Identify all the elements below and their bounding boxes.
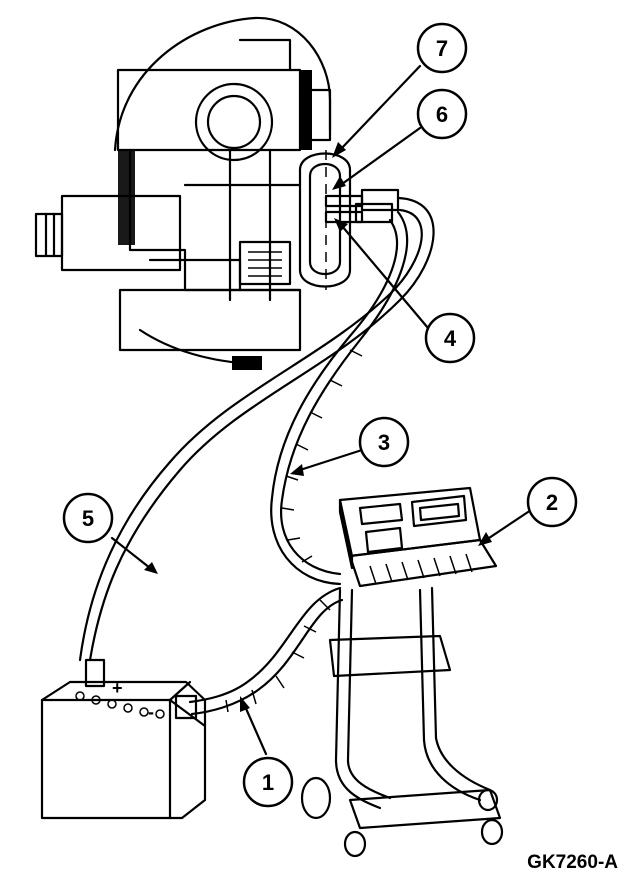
battery-negative-mark: - [148, 702, 154, 722]
steering-column-assembly [34, 16, 400, 370]
callout-2: 2 [526, 476, 578, 528]
callout-4: 4 [424, 312, 476, 364]
callout-1: 1 [242, 756, 294, 808]
battery-positive-mark: + [112, 678, 123, 698]
callout-1-label: 1 [262, 770, 274, 795]
callout-6: 6 [416, 88, 468, 140]
battery: + - [40, 658, 207, 820]
callout-7-label: 7 [436, 36, 448, 61]
callout-7: 7 [416, 22, 468, 74]
callout-5: 5 [62, 492, 114, 544]
callout-6-label: 6 [436, 102, 448, 127]
callout-5-label: 5 [82, 506, 94, 531]
cables [78, 196, 435, 716]
callout-4-label: 4 [444, 326, 457, 351]
callout-3-label: 3 [378, 430, 390, 455]
callout-2-label: 2 [546, 490, 558, 515]
callout-3: 3 [358, 416, 410, 468]
tester-cart [300, 486, 504, 858]
figure-id: GK7260-A [527, 852, 618, 873]
leader-lines [110, 64, 530, 756]
